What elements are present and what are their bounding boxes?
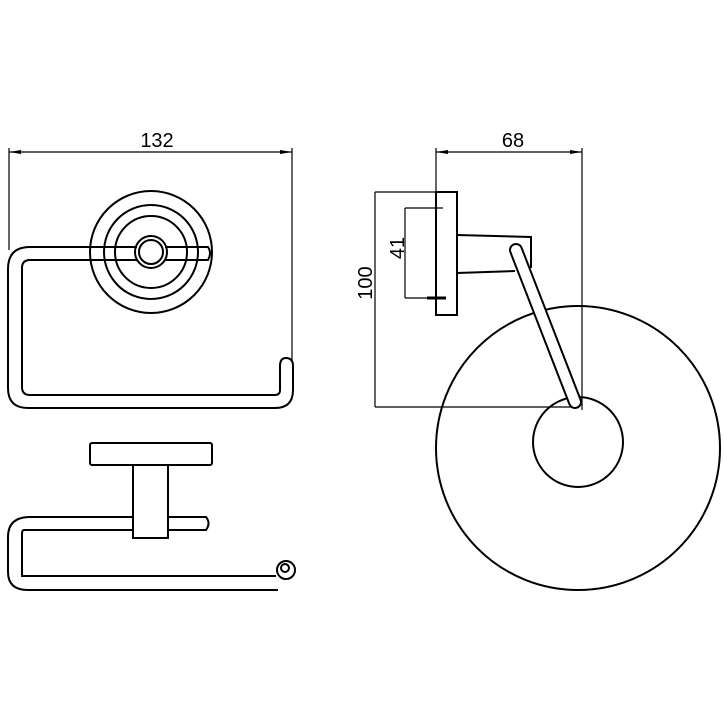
dimension-height-label: 100	[355, 266, 377, 299]
arm-front	[7, 246, 294, 409]
dimension-depth-label: 68	[502, 130, 524, 152]
paper-roll-outline	[435, 305, 721, 591]
arm-side	[511, 245, 580, 407]
dimension-width-label: 132	[140, 130, 173, 152]
dimension-depth: 68	[435, 130, 583, 410]
top-view	[7, 442, 296, 591]
roll-core	[532, 396, 624, 488]
dimension-mount: 41	[387, 207, 446, 300]
dimension-width: 132	[8, 130, 293, 362]
front-view: 132	[7, 130, 294, 409]
rosette	[89, 190, 213, 314]
dimension-mount-label: 41	[387, 237, 409, 259]
dimension-height: 100	[355, 191, 578, 408]
side-view: 68 100 41	[355, 130, 721, 591]
pin-ring	[134, 235, 168, 269]
